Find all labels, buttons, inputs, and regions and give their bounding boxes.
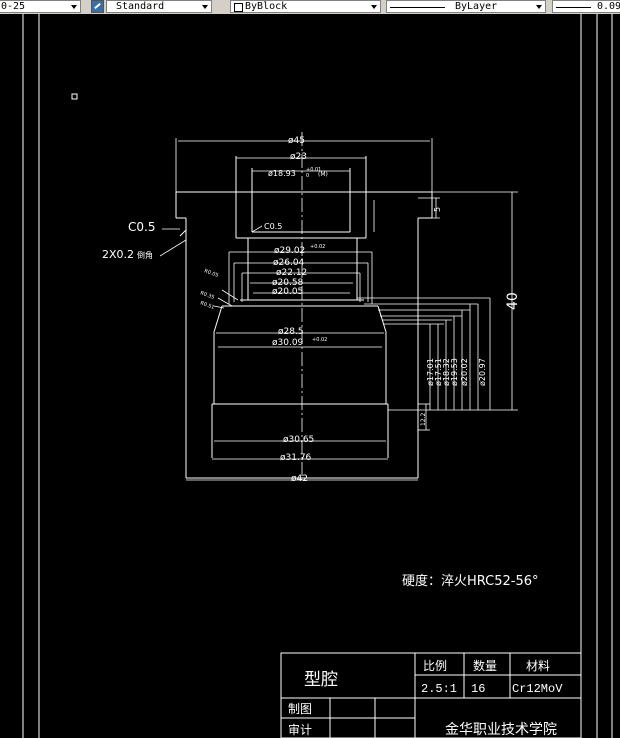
chevron-down-icon[interactable]	[69, 2, 79, 12]
material-value: Cr12MoV	[512, 682, 563, 696]
dim-radius-1: R0.05	[203, 268, 219, 279]
dim-height-12-2: 12.2	[420, 412, 427, 426]
dim-radius-3: R0.51	[199, 300, 215, 311]
chevron-down-icon[interactable]	[534, 2, 544, 12]
note-hardness: 硬度：淬火HRC52-56°	[402, 573, 539, 589]
lineweight-value: 0.09	[597, 1, 620, 12]
scale-label: 比例	[423, 659, 447, 673]
dim-dia-18-tol-lower: 0	[306, 173, 309, 179]
quantity-value: 16	[471, 682, 485, 696]
dim-dia-17-01: ø17.01	[426, 358, 435, 386]
note-chamfer-2x: 2X0.2	[102, 248, 134, 261]
dim-dia-30-65: ø30.65	[283, 435, 314, 445]
dim-dia-30: ø30.09	[272, 338, 304, 348]
drawing-canvas[interactable]: ø45 ø23 ø18.93 +0.01 0 (M) C0.5 ø29.02 +…	[0, 14, 620, 738]
dim-dia-20-05: ø20.05	[272, 287, 303, 297]
color-dropdown[interactable]: ByBlock	[230, 0, 381, 13]
chevron-down-icon[interactable]	[200, 2, 210, 12]
linetype-dropdown[interactable]: ByLayer	[386, 0, 546, 13]
dim-c05-inner: C0.5	[264, 222, 282, 231]
dim-dia-29: ø29.02	[274, 246, 305, 256]
part-outline	[175, 156, 433, 479]
dim-dia-29-tol: +0.02	[310, 244, 325, 250]
dim-radius-2: R0.35	[199, 290, 215, 301]
dim-dia-23: ø23	[290, 152, 307, 162]
dim-dia-22: ø22.12	[276, 268, 307, 278]
dim-height-5: 5	[433, 207, 442, 212]
color-swatch-icon	[234, 3, 243, 12]
color-value: ByBlock	[245, 1, 288, 12]
dim-dia-19-53: ø19.53	[450, 358, 459, 386]
horizontal-dimensions	[175, 138, 433, 481]
text-style-icon[interactable]	[91, 0, 104, 13]
dimension-style-dropdown[interactable]: 0-25	[0, 0, 81, 13]
dim-dia-18-32: ø18.32	[442, 358, 451, 386]
lineweight-dropdown[interactable]: 0.09	[552, 0, 620, 13]
chevron-down-icon[interactable]	[369, 2, 379, 12]
dim-dia-30-tol: +0.02	[312, 337, 327, 343]
school-name: 金华职业技术学院	[445, 722, 557, 738]
dim-dia-26: ø26.04	[273, 258, 305, 268]
lineweight-sample-icon	[556, 7, 591, 8]
dim-dia-31-76: ø31.76	[280, 453, 312, 463]
dim-dia-45: ø45	[288, 136, 305, 146]
linetype-sample-icon	[390, 7, 445, 8]
pickbox-icon	[71, 93, 78, 100]
drawn-by-label: 制图	[288, 702, 312, 716]
vertical-dimensions	[159, 191, 518, 431]
quantity-label: 数量	[473, 658, 497, 673]
title-block	[280, 652, 582, 738]
checked-by-label: 审计	[288, 722, 312, 737]
dim-dia-18-suffix: (M)	[318, 171, 328, 178]
dim-dia-28-5: ø28.5	[278, 327, 304, 337]
dim-dia-17-51: ø17.51	[434, 358, 443, 386]
dim-dia-20-58: ø20.58	[272, 278, 304, 288]
text-style-value: Standard	[116, 1, 165, 12]
dim-height-40: 40	[505, 292, 521, 310]
material-label: 材料	[526, 659, 550, 673]
dim-dia-42: ø42	[291, 474, 308, 484]
linetype-value: ByLayer	[455, 1, 498, 12]
dim-dia-20-02: ø20.02	[460, 358, 469, 386]
dim-dia-20-97: ø20.97	[478, 358, 487, 386]
scale-value: 2.5:1	[421, 682, 457, 696]
dim-dia-18-tol-upper: +0.01	[306, 167, 321, 173]
drawing-frame	[22, 14, 613, 738]
note-chamfer-suffix: 倒角	[137, 250, 153, 260]
dimension-style-value: 0-25	[1, 1, 26, 12]
dim-dia-18: ø18.93	[268, 169, 296, 178]
properties-toolbar: 0-25 Standard ByBlock ByLayer 0.09	[0, 0, 620, 14]
text-style-dropdown[interactable]: Standard	[106, 0, 212, 13]
note-c05: C0.5	[128, 220, 155, 234]
part-name: 型腔	[304, 670, 338, 690]
